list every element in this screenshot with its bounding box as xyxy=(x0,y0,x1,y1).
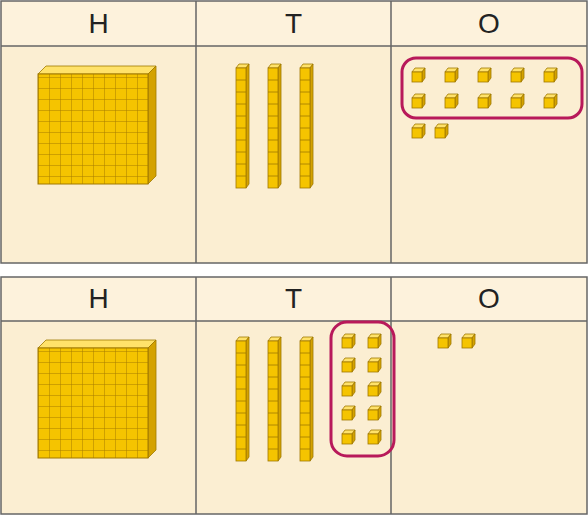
column-header-cell: T xyxy=(196,1,391,46)
column-header-cell: H xyxy=(1,277,196,321)
column-header: T xyxy=(285,283,302,315)
column-header-cell: O xyxy=(391,1,587,46)
column-header: H xyxy=(88,283,108,315)
column-header: O xyxy=(478,8,500,40)
column-header: H xyxy=(88,8,108,40)
column-header: O xyxy=(478,283,500,315)
column-header-cell: T xyxy=(196,277,391,321)
column-header-cell: O xyxy=(391,277,587,321)
column-header-cell: H xyxy=(1,1,196,46)
column-header: T xyxy=(285,8,302,40)
